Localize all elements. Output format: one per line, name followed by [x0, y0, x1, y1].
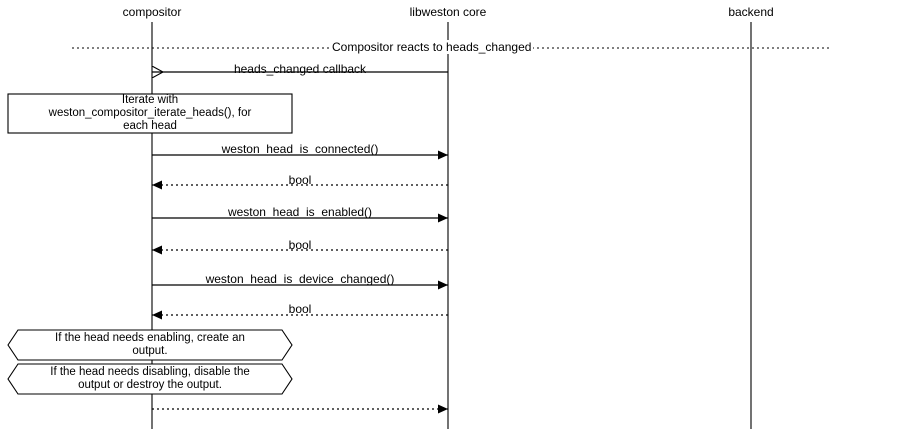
note-line: If the head needs disabling, disable the	[50, 365, 250, 378]
note-shape-iterate-heads-note	[7, 93, 293, 134]
note-line: output or destroy the output.	[78, 378, 222, 391]
message-label-bool-return-device-changed: bool	[288, 302, 312, 316]
note-shape-head-disabling-note	[7, 363, 293, 395]
participant-label-libweston-core: libweston core	[409, 5, 487, 19]
note-text-head-disabling-note: If the head needs disabling, disable the…	[8, 366, 292, 392]
message-label-weston-head-is-device-changed: weston_head_is_device_changed()	[205, 272, 395, 286]
participant-label-backend: backend	[728, 5, 774, 19]
note-shape-head-enabling-note	[7, 329, 293, 361]
notes-group	[7, 93, 293, 395]
note-line: each head	[123, 119, 177, 132]
lifelines-group	[151, 22, 752, 429]
message-label-bool-return-enabled: bool	[288, 238, 312, 252]
message-label-weston-head-is-enabled: weston_head_is_enabled()	[227, 205, 373, 219]
messages-group	[152, 72, 448, 414]
note-line: If the head needs enabling, create an	[55, 331, 245, 344]
note-line: output.	[132, 344, 168, 357]
note-line: weston_compositor_iterate_heads(), for	[48, 106, 252, 119]
note-line: Iterate with	[121, 93, 179, 106]
message-label-weston-head-is-connected: weston_head_is_connected()	[221, 142, 379, 156]
participant-label-compositor: compositor	[122, 5, 182, 19]
message-label-heads-changed-callback: heads_changed callback	[233, 62, 367, 76]
message-label-bool-return-connected: bool	[288, 173, 312, 187]
divider-label: Compositor reacts to heads_changed	[330, 40, 534, 54]
